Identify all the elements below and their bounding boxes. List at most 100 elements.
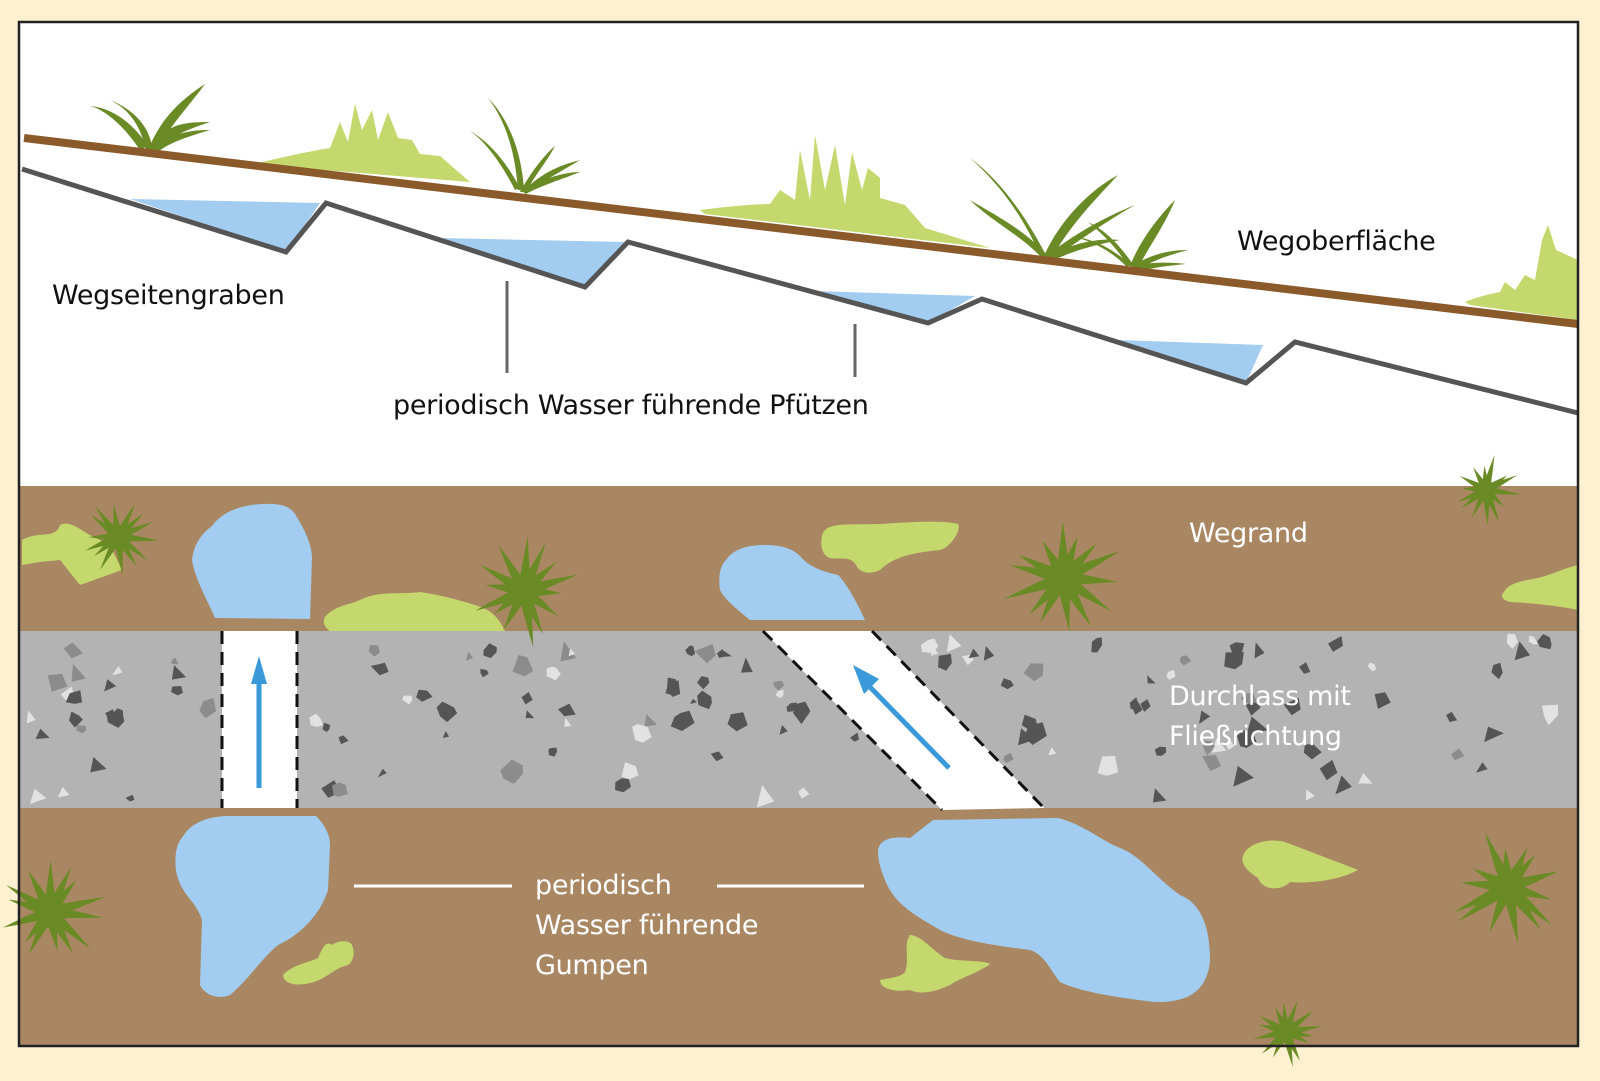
gravel-stone xyxy=(621,762,639,780)
gravel-stone xyxy=(1254,642,1265,659)
grass-tuft xyxy=(2,860,106,954)
gravel-stone xyxy=(1246,716,1268,735)
gravel-stone xyxy=(171,686,183,696)
grass-tuft xyxy=(1003,521,1121,632)
gravel-stone xyxy=(309,713,324,727)
gravel-stone xyxy=(1147,675,1156,684)
grass-mound-light xyxy=(1465,225,1578,320)
gravel-stone xyxy=(466,651,473,661)
gravel-stone xyxy=(322,722,330,732)
gravel-stone xyxy=(710,751,724,762)
gravel-stone xyxy=(1229,642,1245,656)
gravel-stone xyxy=(564,717,572,727)
gravel-stone xyxy=(632,724,652,743)
gravel-stone xyxy=(112,666,123,676)
label-path-edge: Wegrand xyxy=(1189,518,1308,549)
gravel-stone xyxy=(199,697,217,719)
label-puddles: periodisch Wasser führende Pfützen xyxy=(393,390,869,421)
grass-tuft xyxy=(475,536,578,648)
gravel-stone xyxy=(558,703,576,717)
grass-tuft xyxy=(1457,454,1521,526)
culvert-edge-dashed xyxy=(761,629,944,812)
gravel-stone xyxy=(483,643,497,659)
top-view xyxy=(2,454,1578,1068)
gravel-stone xyxy=(1224,652,1244,670)
moss-patch xyxy=(323,592,505,631)
gravel-stone xyxy=(1358,772,1373,784)
gravel-stone xyxy=(512,655,534,677)
gravel-stone xyxy=(1091,637,1103,653)
gravel-stone xyxy=(697,690,712,710)
label-pools: periodisch Wasser führende Gumpen xyxy=(535,870,759,981)
gravel-stone xyxy=(1367,662,1377,672)
gravel-stone xyxy=(1335,775,1352,795)
gravel-stone xyxy=(1236,730,1257,748)
gravel-stone xyxy=(90,757,107,773)
gravel-stone xyxy=(1283,697,1301,716)
gravel-stone xyxy=(1003,752,1014,763)
flow-arrow-icon xyxy=(251,656,267,684)
water-pool xyxy=(878,818,1210,1003)
gravel-stone xyxy=(546,666,561,681)
gravel-stone xyxy=(727,712,748,732)
water-pool xyxy=(719,545,865,620)
gravel-stone xyxy=(338,735,349,745)
gravel-stone xyxy=(1152,788,1167,803)
gravel-stone xyxy=(1319,759,1338,781)
gravel-stone xyxy=(525,710,535,719)
gravel-stone xyxy=(921,638,939,654)
grass-tuft xyxy=(1453,831,1559,944)
gravel-stone xyxy=(416,689,433,702)
puddle xyxy=(1118,340,1263,383)
gravel-stone xyxy=(690,698,698,704)
grass-tuft xyxy=(1252,1001,1323,1068)
gravel-stone xyxy=(1484,726,1504,743)
gravel-stone xyxy=(500,759,523,784)
gravel-stone xyxy=(368,644,380,657)
gravel-stone xyxy=(615,778,631,793)
moss-patch xyxy=(821,521,959,573)
gravel-stone xyxy=(1129,697,1139,710)
gravel-stone xyxy=(665,680,681,696)
grass-clump-dark xyxy=(90,84,210,152)
gravel-stone xyxy=(1305,789,1316,801)
gravel-stone xyxy=(47,673,68,692)
moss-patch xyxy=(283,941,354,985)
gravel-stones xyxy=(26,633,1559,808)
gravel-stone xyxy=(1491,662,1503,680)
water-pool xyxy=(192,503,312,619)
gravel-stone xyxy=(1541,704,1559,726)
grass-tufts xyxy=(2,454,1559,1068)
gravel-stone xyxy=(1203,740,1215,756)
label-path-surface: Wegoberfläche xyxy=(1237,226,1436,257)
gravel-stone xyxy=(1233,765,1254,787)
flow-arrow-icon xyxy=(853,665,879,694)
gravel-stone xyxy=(1199,710,1211,724)
ditch-profile-line xyxy=(21,166,1579,416)
gravel-stone xyxy=(69,711,83,728)
gravel-stone xyxy=(756,784,775,808)
gravel-stone xyxy=(1476,762,1488,773)
gravel-stone xyxy=(1446,711,1458,723)
gravel-stone xyxy=(26,710,36,724)
gravel-stone xyxy=(1299,662,1311,674)
gravel-stone xyxy=(568,648,576,657)
puddle xyxy=(440,238,625,287)
gravel-stone xyxy=(798,787,810,799)
gravel-stone xyxy=(1537,634,1552,650)
puddle xyxy=(815,291,975,323)
gravel-stone xyxy=(741,657,753,673)
gravel-stone xyxy=(983,646,995,661)
cross-section xyxy=(21,84,1579,416)
gravel-stone xyxy=(378,768,387,778)
grass-clump-dark xyxy=(465,98,580,194)
gravel-stone xyxy=(480,668,489,678)
gravel-stone xyxy=(775,689,784,699)
gravel-stone xyxy=(938,653,952,671)
gravel-stone xyxy=(1328,636,1343,652)
gravel-stone xyxy=(697,676,710,690)
puddle xyxy=(130,199,320,252)
gravel-stone xyxy=(1225,739,1235,751)
